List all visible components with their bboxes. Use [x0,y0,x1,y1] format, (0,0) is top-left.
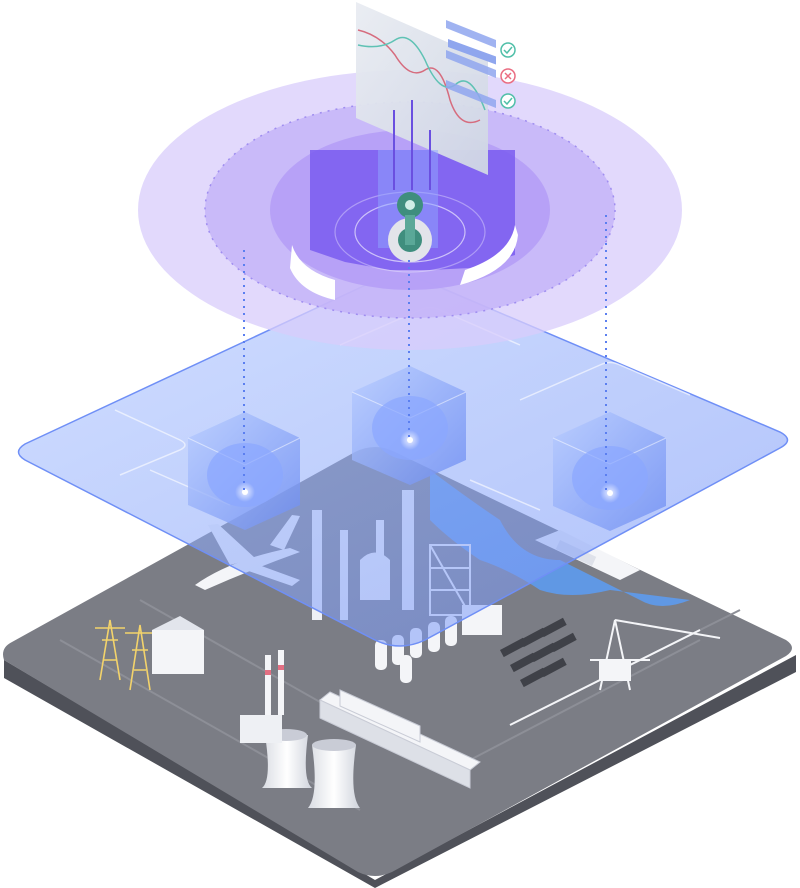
cross-circle-icon [500,68,516,84]
gear-icon [388,192,432,262]
power-pylons [95,619,155,691]
road-lines [59,599,741,811]
power-plant [240,650,284,743]
central-hub [378,100,438,262]
freight-train [319,689,481,789]
check-circle-icon [500,93,516,109]
data-connectors [243,215,607,492]
substation [152,630,204,674]
harbor-crane [509,619,721,726]
signal-lines [393,100,431,190]
check-circle-icon [500,42,516,58]
status-bar [448,39,496,65]
sensor-cube-icon [552,412,667,531]
trend-line-teal [357,36,486,111]
container-yard [499,617,577,688]
dashboard-panel [356,2,516,175]
